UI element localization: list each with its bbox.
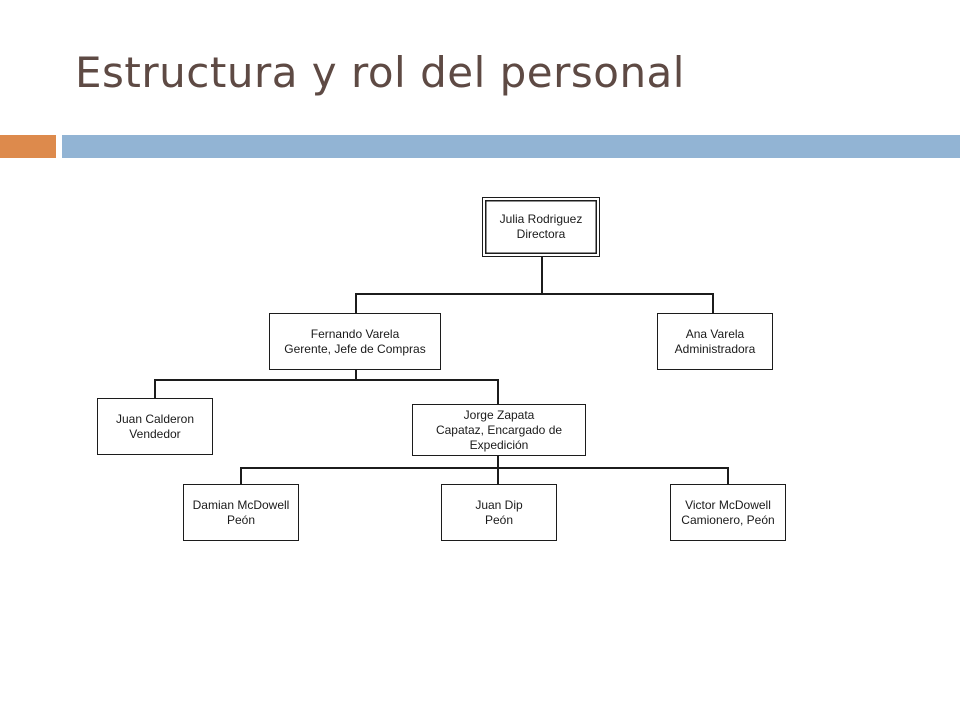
node-role: Capataz, Encargado de [435, 422, 563, 437]
node-name: Julia Rodriguez [499, 212, 583, 226]
connector-level1-horizontal [355, 293, 714, 295]
slide-title: Estructura y rol del personal [75, 48, 685, 97]
connector-fernando-down [355, 369, 357, 380]
connector-julia-down [541, 256, 543, 294]
org-node-damian-mcdowell: Damian McDowell Peón [183, 484, 299, 541]
connector-damian-up [240, 467, 242, 484]
node-name: Juan Calderon [115, 411, 195, 426]
org-node-jorge-zapata: Jorge Zapata Capataz, Encargado de Exped… [412, 404, 586, 456]
node-role: Administradora [674, 341, 756, 356]
node-name: Juan Dip [475, 497, 523, 512]
connector-victor-up [727, 467, 729, 484]
title-accent-bar [0, 135, 56, 158]
node-role: Vendedor [129, 426, 181, 441]
connector-level2-horizontal [154, 379, 499, 381]
node-name: Victor McDowell [685, 497, 771, 512]
node-name: Ana Varela [685, 326, 745, 341]
node-role: Camionero, Peón [681, 512, 775, 527]
node-name: Fernando Varela [310, 326, 400, 341]
org-node-ana-varela: Ana Varela Administradora [657, 313, 773, 370]
org-node-juan-calderon: Juan Calderon Vendedor [97, 398, 213, 455]
node-name: Jorge Zapata [463, 407, 535, 422]
connector-jorge-down [497, 455, 499, 468]
node-role: Peón [484, 512, 514, 527]
node-role: Gerente, Jefe de Compras [284, 341, 426, 356]
org-node-fernando-varela: Fernando Varela Gerente, Jefe de Compras [269, 313, 441, 370]
org-node-juan-dip: Juan Dip Peón [441, 484, 557, 541]
org-node-victor-mcdowell: Victor McDowell Camionero, Peón [670, 484, 786, 541]
connector-ana-up [712, 293, 714, 313]
node-role-line-2: Expedición [469, 437, 529, 452]
connector-level3-horizontal [240, 467, 729, 469]
org-node-julia-rodriguez: Julia Rodriguez Directora [482, 197, 600, 257]
connector-juan-calderon-up [154, 379, 156, 398]
connector-juan-dip-up [497, 467, 499, 484]
node-role: Peón [226, 512, 256, 527]
node-role: Directora [516, 227, 566, 241]
connector-fernando-up [355, 293, 357, 313]
connector-jorge-up [497, 379, 499, 405]
node-name: Damian McDowell [192, 497, 290, 512]
title-divider-bar [62, 135, 960, 158]
